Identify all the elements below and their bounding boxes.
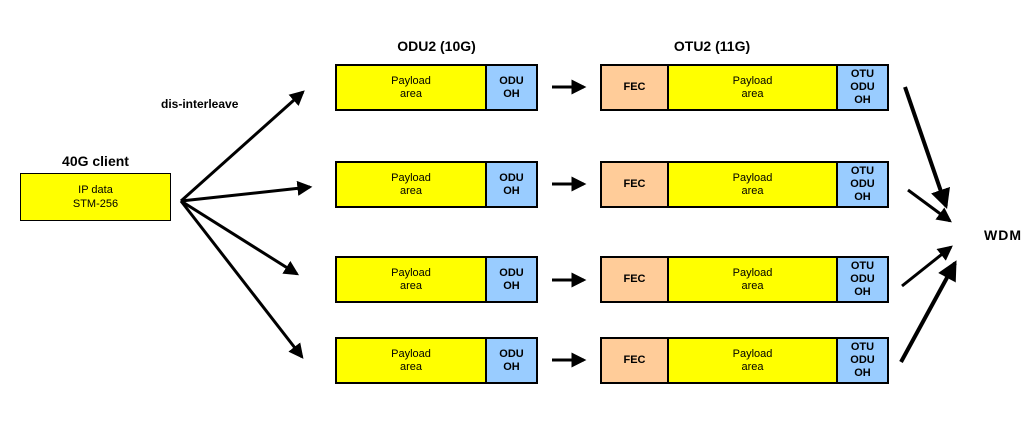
- odu-oh-line2: OH: [503, 87, 520, 100]
- otu2-payload-area: Payload area: [669, 163, 836, 206]
- otu2-fec: FEC: [602, 339, 669, 382]
- payload-label-line2: area: [399, 87, 423, 100]
- payload-label-line1: Payload: [732, 347, 773, 360]
- payload-label-line2: area: [741, 184, 764, 197]
- otu2-fec: FEC: [602, 163, 669, 206]
- odu-oh-line1: ODU: [499, 74, 524, 87]
- otu-oh-line2: ODU: [850, 178, 875, 190]
- fec-label: FEC: [623, 354, 646, 366]
- otu-oh-line1: OTU: [850, 165, 875, 177]
- fec-label: FEC: [623, 273, 646, 285]
- odu2-column-header: ODU2 (10G): [397, 38, 476, 54]
- odu-to-otu-arrows: [552, 79, 587, 368]
- otu-oh-line1: OTU: [850, 68, 875, 80]
- otu-oh-line3: OH: [854, 191, 871, 203]
- odu2-payload-area: Payload area: [337, 66, 485, 109]
- otu2-frame-row3: FEC Payload area OTU ODU OH: [600, 256, 889, 303]
- otu2-frame-row2: FEC Payload area OTU ODU OH: [600, 161, 889, 208]
- payload-label-line2: area: [741, 360, 764, 373]
- payload-label-line2: area: [741, 87, 764, 100]
- wdm-label: WDM: [984, 227, 1022, 243]
- odu2-payload-area: Payload area: [337, 339, 485, 382]
- payload-label-line1: Payload: [391, 347, 431, 360]
- odu2-overhead: ODU OH: [485, 66, 536, 109]
- payload-label-line2: area: [399, 360, 423, 373]
- payload-label-line1: Payload: [732, 171, 773, 184]
- fec-label: FEC: [623, 178, 646, 190]
- odu-oh-line2: OH: [503, 279, 520, 292]
- otu-oh-line3: OH: [854, 286, 871, 298]
- otu2-overhead: OTU ODU OH: [836, 258, 887, 301]
- odu-oh-line1: ODU: [499, 266, 524, 279]
- payload-label-line2: area: [399, 184, 423, 197]
- odu-oh-line2: OH: [503, 360, 520, 373]
- odu2-payload-area: Payload area: [337, 258, 485, 301]
- otu-oh-line3: OH: [854, 367, 871, 379]
- otu-oh-line2: ODU: [850, 273, 875, 285]
- payload-label-line1: Payload: [732, 266, 773, 279]
- odu2-overhead: ODU OH: [485, 163, 536, 206]
- otu-oh-line3: OH: [854, 94, 871, 106]
- fanout-arrows: [179, 90, 313, 359]
- odu2-frame-row4: Payload area ODU OH: [335, 337, 538, 384]
- client-box: IP data STM-256: [20, 173, 171, 221]
- odu-oh-line1: ODU: [499, 171, 524, 184]
- odu2-frame-row2: Payload area ODU OH: [335, 161, 538, 208]
- otu2-fec: FEC: [602, 258, 669, 301]
- payload-label-line1: Payload: [391, 266, 431, 279]
- payload-label-line1: Payload: [391, 74, 431, 87]
- otu2-payload-area: Payload area: [669, 66, 836, 109]
- otu-oh-line1: OTU: [850, 260, 875, 272]
- otu2-overhead: OTU ODU OH: [836, 163, 887, 206]
- otu-oh-line2: ODU: [850, 354, 875, 366]
- odu-oh-line2: OH: [503, 184, 520, 197]
- odu2-payload-area: Payload area: [337, 163, 485, 206]
- odu2-overhead: ODU OH: [485, 339, 536, 382]
- otu-oh-line2: ODU: [850, 81, 875, 93]
- payload-label-line1: Payload: [732, 74, 773, 87]
- otu2-frame-row1: FEC Payload area OTU ODU OH: [600, 64, 889, 111]
- client-title: 40G client: [62, 153, 129, 169]
- fec-label: FEC: [623, 81, 646, 93]
- otu2-payload-area: Payload area: [669, 339, 836, 382]
- odu2-overhead: ODU OH: [485, 258, 536, 301]
- otu2-overhead: OTU ODU OH: [836, 339, 887, 382]
- otu2-fec: FEC: [602, 66, 669, 109]
- payload-label-line1: Payload: [391, 171, 431, 184]
- client-box-line2: STM-256: [72, 198, 119, 210]
- otu2-column-header: OTU2 (11G): [673, 38, 751, 54]
- otu2-payload-area: Payload area: [669, 258, 836, 301]
- otu-to-wdm-arrows: [899, 86, 957, 363]
- otu2-overhead: OTU ODU OH: [836, 66, 887, 109]
- client-box-line1: IP data: [78, 184, 113, 196]
- odu2-frame-row3: Payload area ODU OH: [335, 256, 538, 303]
- odu2-frame-row1: Payload area ODU OH: [335, 64, 538, 111]
- payload-label-line2: area: [741, 279, 764, 292]
- fanout-label: dis-interleave: [161, 97, 239, 111]
- otu-oh-line1: OTU: [850, 341, 875, 353]
- payload-label-line2: area: [399, 279, 423, 292]
- odu-oh-line1: ODU: [499, 347, 524, 360]
- otu2-frame-row4: FEC Payload area OTU ODU OH: [600, 337, 889, 384]
